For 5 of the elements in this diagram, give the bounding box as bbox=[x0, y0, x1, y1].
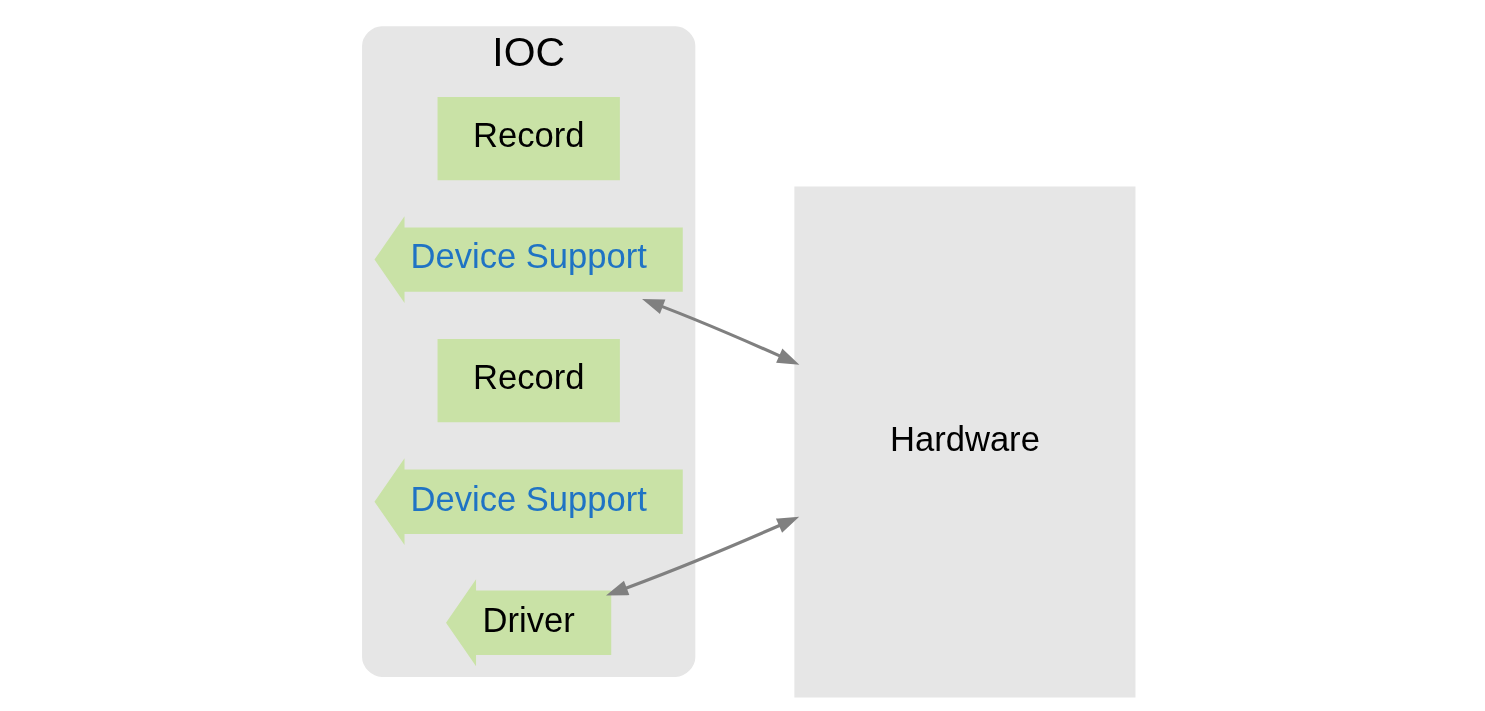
node-box: Record bbox=[437, 339, 620, 423]
arrow bbox=[606, 516, 800, 596]
arrow bbox=[642, 298, 800, 365]
node-box: Hardware bbox=[794, 186, 1136, 698]
node-box: Record bbox=[437, 96, 620, 181]
